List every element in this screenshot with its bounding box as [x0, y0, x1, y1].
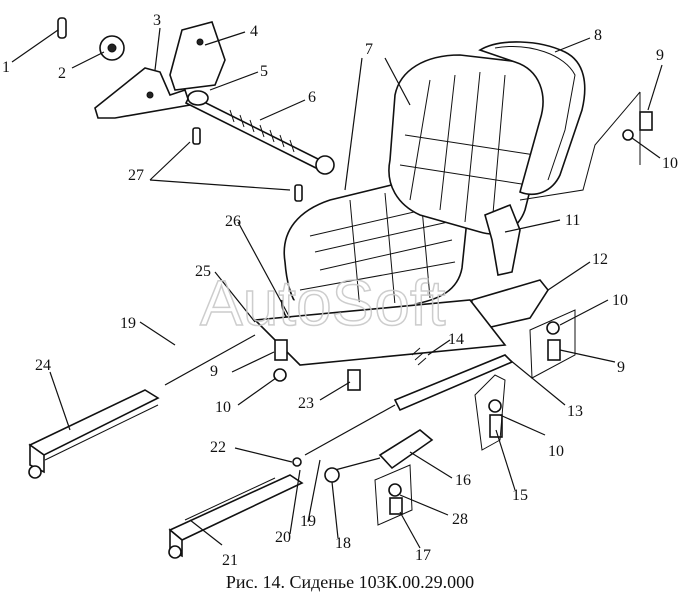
label-9-b: 9 — [617, 359, 625, 376]
small-pin — [192, 127, 201, 145]
label-4: 4 — [250, 23, 258, 40]
bolt — [639, 111, 653, 131]
label-11: 11 — [565, 212, 580, 229]
label-15: 15 — [512, 487, 528, 504]
label-26: 26 — [225, 213, 241, 230]
callout-frame — [374, 464, 413, 526]
lever-handle — [334, 457, 381, 471]
label-6: 6 — [308, 89, 316, 106]
label-19-b: 19 — [120, 315, 136, 332]
label-2: 2 — [58, 65, 66, 82]
adjuster-knob — [99, 35, 125, 61]
label-5: 5 — [260, 63, 268, 80]
label-14: 14 — [448, 331, 464, 348]
label-10: 10 — [662, 155, 678, 172]
lever-knob — [324, 467, 340, 483]
label-23: 23 — [298, 395, 314, 412]
label-13: 13 — [567, 403, 583, 420]
label-22: 22 — [210, 439, 226, 456]
figure-caption: Рис. 14. Сиденье 103К.00.29.000 — [225, 572, 475, 592]
guide-rod — [304, 404, 396, 456]
callout-frame — [529, 309, 576, 379]
nut — [273, 368, 287, 382]
label-1: 1 — [2, 59, 10, 76]
bolt — [389, 497, 403, 515]
bolt — [347, 369, 361, 391]
label-10-b: 10 — [612, 292, 628, 309]
adjusting-screw — [184, 90, 335, 175]
small-pin — [294, 184, 303, 202]
bolt — [274, 339, 288, 361]
label-28: 28 — [452, 511, 468, 528]
spring — [411, 347, 427, 366]
label-24: 24 — [35, 357, 51, 374]
bolt — [489, 414, 503, 438]
guide-rod — [164, 334, 256, 386]
seat-backrest — [388, 54, 551, 235]
upper-bracket-assembly — [94, 21, 226, 119]
backrest-bracket — [484, 203, 521, 276]
nut — [488, 399, 502, 413]
callout-frame — [519, 91, 641, 201]
bolt — [547, 339, 561, 361]
label-25: 25 — [195, 263, 211, 280]
watermark: AutoSoft — [200, 267, 446, 339]
label-12: 12 — [592, 251, 608, 268]
seat-rail-left — [28, 389, 160, 479]
nut — [546, 321, 560, 335]
label-10-d: 10 — [215, 399, 231, 416]
label-9: 9 — [656, 47, 664, 64]
part-labels: 1 2 3 4 5 6 7 8 9 10 11 12 10 9 13 10 15… — [2, 12, 678, 569]
label-3: 3 — [153, 12, 161, 29]
label-19: 19 — [300, 513, 316, 530]
release-lever — [378, 429, 434, 470]
label-17: 17 — [415, 547, 431, 564]
nut — [622, 129, 634, 141]
seat-rail-right — [168, 474, 304, 559]
washer — [292, 457, 302, 467]
pin — [57, 17, 67, 39]
label-27: 27 — [128, 167, 144, 184]
nut — [388, 483, 402, 497]
leader-lines — [11, 27, 663, 549]
label-10-c: 10 — [548, 443, 564, 460]
label-18: 18 — [335, 535, 351, 552]
label-7: 7 — [365, 41, 373, 58]
callout-frame — [474, 374, 506, 451]
label-9-c: 9 — [210, 363, 218, 380]
back-cover — [478, 41, 586, 196]
label-8: 8 — [594, 27, 602, 44]
label-16: 16 — [455, 472, 471, 489]
label-21: 21 — [222, 552, 238, 569]
label-20: 20 — [275, 529, 291, 546]
